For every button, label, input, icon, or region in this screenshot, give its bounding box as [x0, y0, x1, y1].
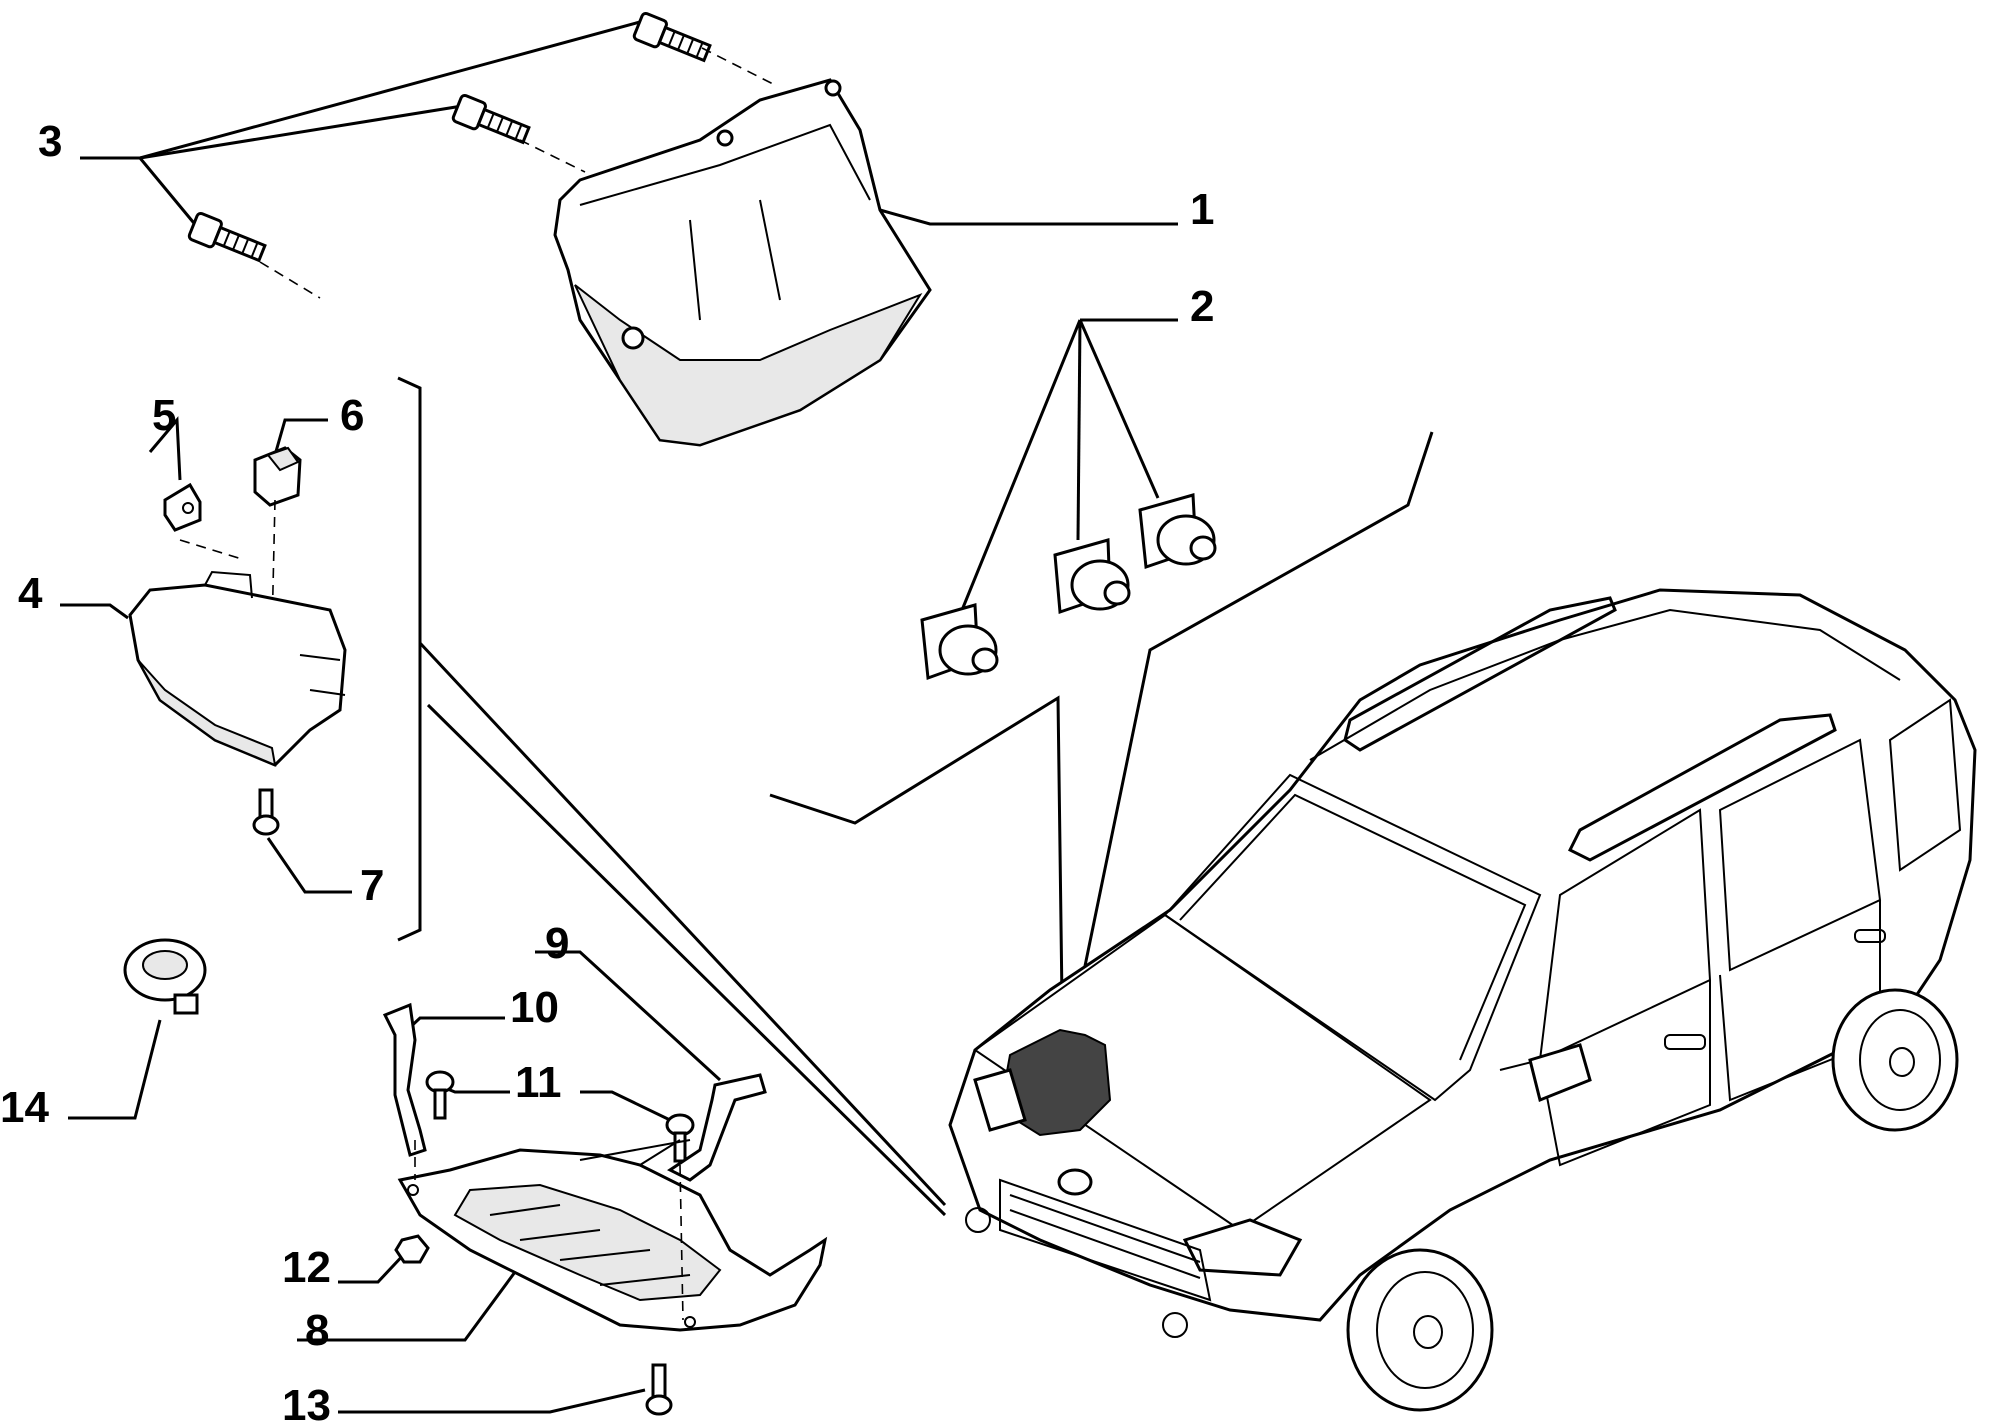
clip-icon [163, 482, 202, 532]
plug-icon [123, 938, 207, 1015]
rubber-buffer-icon [920, 603, 999, 681]
callout-5: 5 [152, 391, 176, 440]
callout-12: 12 [282, 1243, 331, 1292]
nut-icon [394, 1234, 430, 1264]
bolt-icon [632, 11, 776, 86]
bracket-icon [382, 1002, 427, 1157]
callout-11: 11 [515, 1058, 562, 1107]
clip-icon [253, 446, 302, 507]
bolt-icon [451, 93, 586, 173]
screw-icon [645, 1363, 673, 1416]
bracket-icon [667, 1073, 767, 1182]
rubber-buffer-icon [1138, 493, 1217, 570]
heat-shield-icon [553, 78, 932, 447]
callout-10: 10 [510, 983, 559, 1032]
callout-4: 4 [18, 569, 43, 618]
bolt-icon [187, 211, 321, 299]
bolt-icon [665, 1113, 695, 1163]
callout-14: 14 [0, 1083, 49, 1132]
region-lines [397, 376, 1434, 1217]
callout-13: 13 [282, 1381, 331, 1421]
car-illustration [948, 588, 1977, 1412]
bolt-icon [425, 1070, 455, 1120]
callout-9: 9 [545, 919, 569, 968]
callout-3: 3 [38, 117, 62, 166]
callout-2: 2 [1190, 282, 1214, 331]
underbody-guard-icon [397, 1139, 828, 1332]
side-shield-icon [128, 570, 347, 767]
rubber-buffer-icon [1053, 538, 1131, 615]
callout-6: 6 [340, 391, 364, 440]
callout-8: 8 [305, 1306, 329, 1355]
callout-1: 1 [1190, 185, 1214, 234]
leader-lines [60, 20, 1178, 1414]
callout-7: 7 [360, 861, 384, 910]
screw-icon [252, 788, 280, 836]
